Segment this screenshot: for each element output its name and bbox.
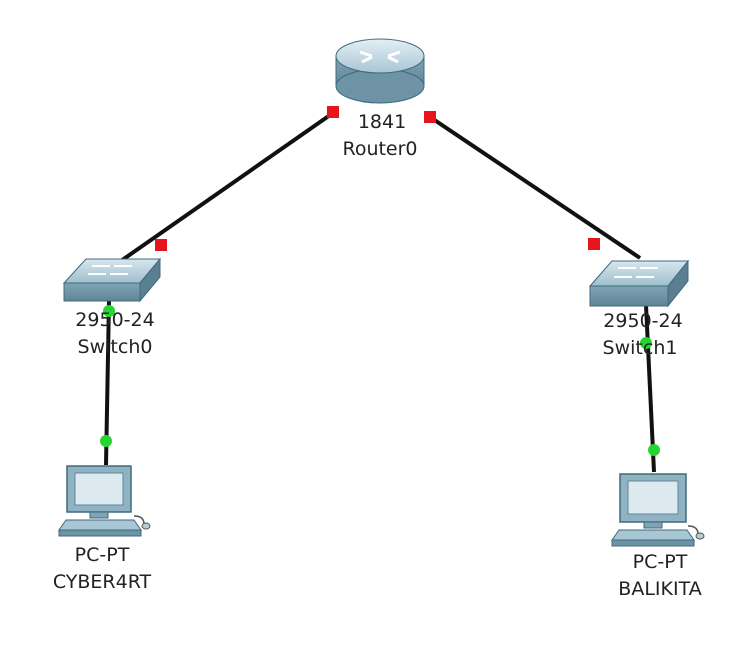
router-model-label: 1841: [357, 111, 407, 133]
switch0-name-label: Switch0: [77, 336, 153, 358]
router-icon[interactable]: [335, 38, 425, 104]
pc-icon[interactable]: [58, 465, 151, 537]
port-up-indicator: [640, 337, 652, 349]
switch-icon[interactable]: [588, 259, 690, 308]
pc1-model-label: PC-PT: [632, 551, 688, 573]
port-down-indicator: [588, 238, 600, 250]
port-down-indicator: [424, 111, 436, 123]
switch1-model-label: 2950-24: [603, 310, 683, 332]
switch0-model-label: 2950-24: [75, 309, 155, 331]
switch-icon[interactable]: [62, 257, 162, 303]
port-down-indicator: [327, 106, 339, 118]
link-router-switch0[interactable]: [103, 111, 335, 274]
port-up-indicator: [648, 444, 660, 456]
pc1-name-label: BALIKITA: [618, 578, 702, 600]
pc0-name-label: CYBER4RT: [52, 571, 152, 593]
port-down-indicator: [155, 239, 167, 251]
links: [103, 111, 656, 473]
port-up-indicator: [103, 305, 115, 317]
port-up-indicator: [100, 435, 112, 447]
router-name-label: Router0: [342, 138, 418, 160]
pc-icon[interactable]: [611, 473, 705, 547]
port-indicators: [100, 106, 660, 456]
link-router-switch1[interactable]: [428, 115, 642, 260]
switch1-name-label: Switch1: [602, 337, 678, 359]
pc0-model-label: PC-PT: [74, 544, 130, 566]
